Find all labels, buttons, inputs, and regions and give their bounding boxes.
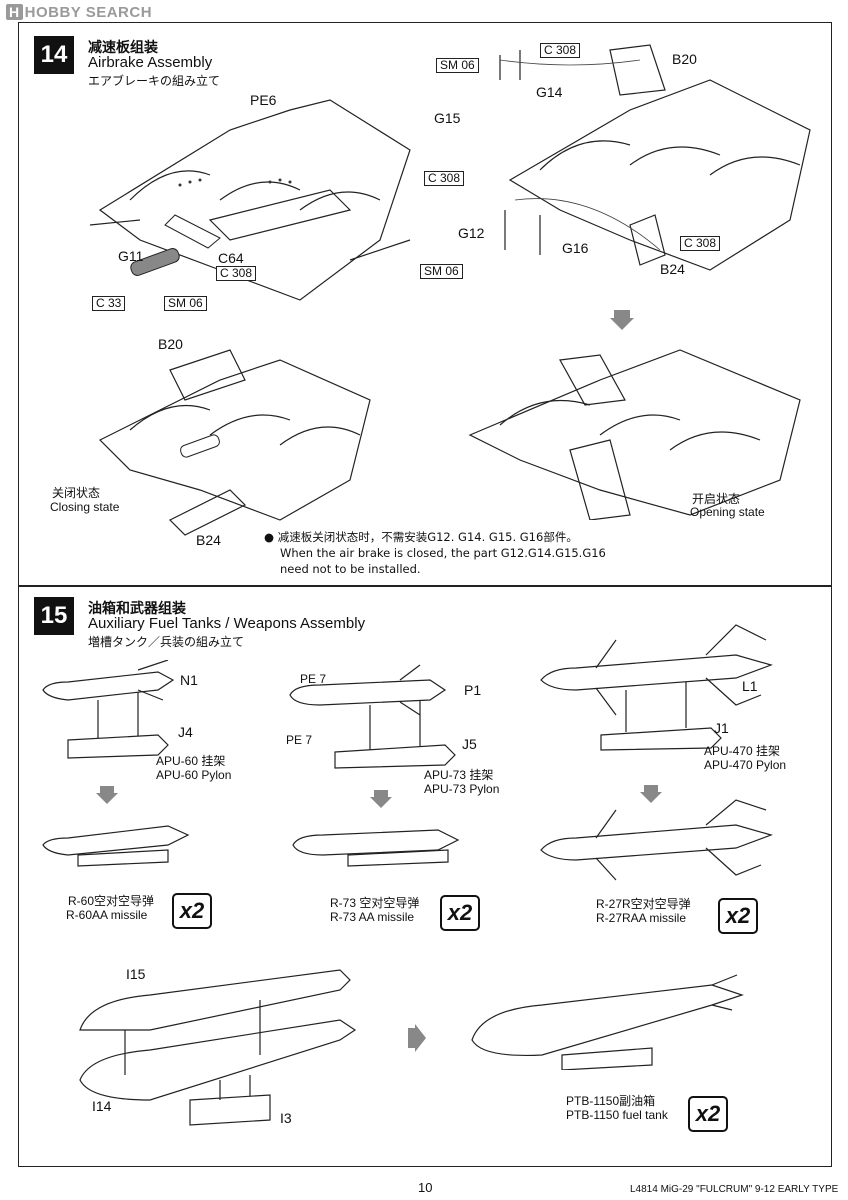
label-pe7-b: PE 7 [286, 733, 313, 747]
arrow-down-icon [370, 790, 392, 808]
arrow-down-icon [96, 786, 118, 804]
part-sm06-c: SM 06 [420, 264, 463, 279]
airbrake-note: ● 减速板关闭状态时，不需安装G12. G14. G15. G16部件。 Whe… [264, 529, 606, 577]
missile-r27-cn: R-27R空对空导弹 [596, 897, 691, 911]
label-i14: I14 [92, 1098, 112, 1114]
product-code: L4814 MiG-29 "FULCRUM" 9-12 EARLY TYPE [630, 1184, 839, 1195]
step-15-section [18, 585, 832, 1167]
pylon-apu73-en: APU-73 Pylon [424, 782, 500, 796]
step-15-title-en: Auxiliary Fuel Tanks / Weapons Assembly [88, 615, 366, 632]
pylon-apu470-en: APU-470 Pylon [704, 758, 787, 772]
label-g11: G11 [118, 248, 144, 264]
airbrake-bay-drawing-1 [89, 99, 411, 301]
airbrake-bay-drawing-2 [499, 44, 811, 271]
r60-missile-drawing [42, 660, 175, 759]
quantity-badge-tank: x2 [688, 1096, 728, 1132]
label-b20-b: B20 [158, 336, 183, 352]
part-c33: C 33 [92, 296, 126, 311]
missile-r60-en: R-60AA missile [66, 908, 148, 922]
label-p1: P1 [464, 682, 482, 698]
r73-missile-drawing [289, 664, 456, 769]
r27-assembled-drawing [540, 799, 773, 881]
label-i3: I3 [280, 1110, 292, 1126]
part-c308-c: C 308 [424, 171, 465, 186]
r73-assembled-drawing [292, 829, 460, 867]
closing-state-cn: 关闭状态 [52, 486, 101, 500]
label-pe6: PE6 [250, 92, 277, 108]
tank-ptb1150-en: PTB-1150 fuel tank [566, 1108, 668, 1122]
closing-state-drawing [98, 349, 371, 536]
arrow-down-icon [640, 785, 662, 803]
step-14-section [18, 22, 832, 587]
step-14-title-cn: 减速板组装 [88, 40, 158, 56]
label-g15: G15 [434, 110, 461, 126]
step-15-number: 15 [34, 597, 74, 635]
step-14-title-en: Airbrake Assembly [88, 54, 213, 71]
missile-r73-cn: R-73 空对空导弹 [330, 896, 420, 910]
part-c308-b: C 308 [540, 43, 581, 58]
fuel-tank-assembled-drawing [471, 974, 744, 1070]
page-number: 10 [418, 1180, 433, 1195]
note-en-line1: When the air brake is closed, the part G… [280, 546, 606, 560]
fuel-tank-exploded-drawing [79, 969, 357, 1126]
arrow-down-icon [610, 310, 634, 330]
quantity-badge-r73: x2 [440, 895, 480, 931]
pylon-apu470-cn: APU-470 挂架 [704, 744, 781, 758]
label-n1: N1 [180, 672, 198, 688]
label-b24-a: B24 [660, 261, 685, 277]
r60-assembled-drawing [42, 825, 190, 867]
missile-r60-cn: R-60空对空导弹 [68, 894, 155, 908]
label-g12: G12 [458, 225, 485, 241]
opening-state-drawing [468, 349, 801, 520]
label-b24-b: B24 [196, 532, 221, 548]
tank-ptb1150-cn: PTB-1150副油箱 [566, 1094, 656, 1108]
quantity-badge-r60: x2 [172, 893, 212, 929]
part-c308-a: C 308 [216, 266, 257, 281]
step-15-title-jp: 増槽タンク／兵装の組み立て [88, 635, 245, 649]
label-l1: L1 [742, 678, 758, 694]
arrow-right-icon [408, 1024, 426, 1052]
label-g14: G14 [536, 84, 563, 100]
part-sm06-a: SM 06 [164, 296, 207, 311]
closing-state-en: Closing state [50, 500, 120, 514]
note-cn: 减速板关闭状态时，不需安装G12. G14. G15. G16部件。 [277, 530, 578, 544]
opening-state-cn: 开启状态 [692, 492, 741, 506]
opening-state-en: Opening state [690, 505, 765, 519]
missile-r27-en: R-27RAA missile [596, 911, 687, 925]
missile-r73-en: R-73 AA missile [330, 910, 415, 924]
label-j5: J5 [462, 736, 477, 752]
pylon-apu60-cn: APU-60 挂架 [156, 754, 226, 768]
step-15-title-cn: 油箱和武器组装 [88, 601, 186, 617]
label-j4: J4 [178, 724, 193, 740]
quantity-badge-r27: x2 [718, 898, 758, 934]
label-i15: I15 [126, 966, 146, 982]
step-14-title-jp: エアブレーキの組み立て [88, 74, 221, 88]
label-j1: J1 [714, 720, 729, 736]
step-14-number: 14 [34, 36, 74, 74]
note-en-line2: need not to be installed. [280, 562, 421, 576]
label-c64: C64 [218, 250, 244, 266]
label-g16: G16 [562, 240, 589, 256]
label-b20-a: B20 [672, 51, 697, 67]
note-bullet: ● [264, 530, 275, 544]
pylon-apu60-en: APU-60 Pylon [156, 768, 232, 782]
label-pe7-a: PE 7 [300, 672, 327, 686]
pylon-apu73-cn: APU-73 挂架 [424, 768, 494, 782]
part-c308-d: C 308 [680, 236, 721, 251]
part-sm06-b: SM 06 [436, 58, 479, 73]
r27-missile-drawing [540, 624, 773, 751]
